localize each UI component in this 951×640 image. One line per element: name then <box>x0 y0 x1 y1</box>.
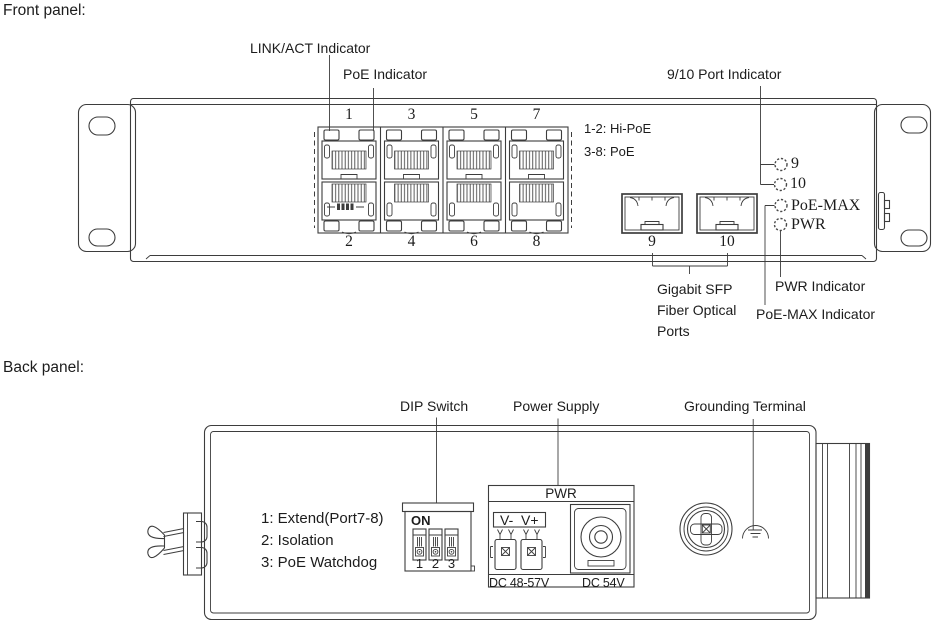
sfp-caption-line2: Fiber Optical <box>657 302 737 318</box>
sfp-caption-line1: Gigabit SFP <box>657 281 733 297</box>
dip-switch-3 <box>444 528 459 561</box>
rj45-jack-1 <box>321 129 377 180</box>
port-number-2: 2 <box>345 233 353 250</box>
rj45-jack-3 <box>383 129 440 180</box>
dip-switch-1 <box>412 528 427 561</box>
leader-sfp-ports <box>652 253 728 274</box>
terminal-v-neg <box>494 529 517 571</box>
poe-note: 3-8: PoE <box>584 144 635 159</box>
port-number-10: 10 <box>719 233 735 250</box>
port-number-6: 6 <box>470 233 478 250</box>
terminal-pos-label: V+ <box>521 512 539 528</box>
led-pwr <box>773 217 788 232</box>
heatsink <box>815 442 871 599</box>
back-panel-section-label: Back panel: <box>3 359 84 376</box>
port-number-4: 4 <box>407 233 416 250</box>
leader-poe-max-indicator <box>764 205 775 305</box>
front-panel-section-label: Front panel: <box>3 2 86 19</box>
grounding-screw <box>679 502 733 556</box>
front-panel-drawing <box>77 55 932 305</box>
led-port-10 <box>773 177 788 192</box>
link-act-indicator-label: LINK/ACT Indicator <box>250 40 371 56</box>
dip-note-1: 1: Extend(Port7-8) <box>261 510 384 527</box>
terminal-v-pos <box>520 529 543 571</box>
left-mount-ear <box>77 103 137 253</box>
leader-9-10-indicator <box>760 86 775 185</box>
dip-switch-label: DIP Switch <box>400 398 469 414</box>
led-poe-max <box>774 198 788 213</box>
dip-number-3: 3 <box>447 556 456 571</box>
ground-symbol <box>742 525 769 539</box>
port-number-7: 7 <box>532 106 541 123</box>
back-panel-drawing <box>147 417 871 621</box>
terminal-rating-label: DC 48-57V <box>489 575 550 590</box>
sfp-caption-line3: Ports <box>657 323 690 339</box>
dip-on-label: ON <box>411 513 431 528</box>
port-number-5: 5 <box>470 106 478 123</box>
rj45-jack-4 <box>383 181 440 235</box>
rj45-jack-5 <box>446 129 502 180</box>
mounting-latch <box>147 512 208 576</box>
port-number-1: 1 <box>345 106 353 123</box>
power-input-block <box>487 484 635 588</box>
right-mount-ear <box>873 103 932 253</box>
terminal-neg-label: V- <box>500 512 514 528</box>
poe-max-indicator-label: PoE-MAX Indicator <box>756 306 876 322</box>
rj45-jack-8 <box>508 181 565 235</box>
dip-note-3: 3: PoE Watchdog <box>261 554 378 571</box>
port-number-9: 9 <box>648 233 656 250</box>
port-number-8: 8 <box>532 233 541 250</box>
rj45-port-block <box>314 126 572 235</box>
led-label-9: 9 <box>791 155 799 172</box>
led-port-9 <box>774 157 788 172</box>
poe-indicator-label: PoE Indicator <box>343 66 428 82</box>
jack-rating-label: DC 54V <box>582 575 625 590</box>
dip-switch-block <box>401 502 475 572</box>
led-label-pwr: PWR <box>791 216 826 233</box>
pwr-indicator-label: PWR Indicator <box>775 278 866 294</box>
sfp-cage-9 <box>621 193 683 234</box>
dip-number-2: 2 <box>431 556 440 571</box>
pwr-header-label: PWR <box>545 486 577 501</box>
hi-poe-note: 1-2: Hi-PoE <box>584 121 652 136</box>
led-label-poe-max: PoE-MAX <box>791 197 861 214</box>
dip-note-2: 2: Isolation <box>261 532 334 549</box>
front-chassis <box>129 97 878 263</box>
port-number-3: 3 <box>407 106 416 123</box>
rj45-jack-7 <box>508 129 565 180</box>
dip-switch-2 <box>428 528 443 561</box>
dip-number-1: 1 <box>415 556 424 571</box>
led-label-10: 10 <box>790 175 806 192</box>
port-2-marking <box>327 203 364 210</box>
dc-jack <box>569 503 631 574</box>
grounding-terminal-label: Grounding Terminal <box>684 398 806 414</box>
port-9-10-indicator-label: 9/10 Port Indicator <box>667 66 782 82</box>
power-supply-label: Power Supply <box>513 398 600 414</box>
sfp-cage-10 <box>696 193 758 234</box>
front-right-fixture <box>877 191 891 231</box>
rj45-jack-6 <box>446 181 502 235</box>
